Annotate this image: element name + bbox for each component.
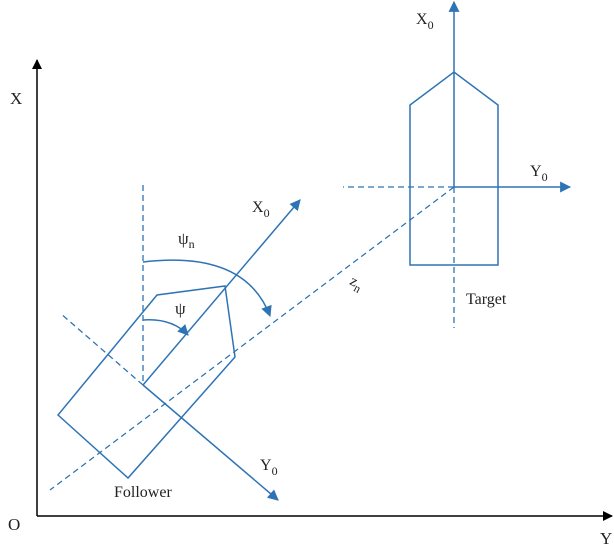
follower-label: Follower: [114, 484, 172, 501]
global-axes: X Y O: [8, 59, 613, 548]
psi-arc: [142, 319, 189, 336]
line-of-sight: [49, 186, 455, 491]
follower-y0-label: Y0: [260, 457, 278, 478]
target-hull: [409, 71, 499, 266]
target-y0-label: Y0: [530, 163, 548, 184]
global-x-label: X: [10, 89, 22, 108]
psi-n-arc: [142, 259, 272, 318]
follower-hull: [56, 285, 236, 480]
target-label: Target: [466, 291, 507, 308]
target-x0-label: X0: [416, 11, 434, 32]
follower-x0-axis: [142, 199, 301, 386]
global-y-label: Y: [600, 529, 612, 548]
target-ship: X0 Y0 Target: [343, 0, 572, 328]
distance-label: zn: [346, 273, 366, 296]
psi-label: ψ: [175, 299, 186, 318]
follower-y0-axis-dashed: [59, 312, 144, 386]
origin-label: O: [8, 515, 20, 534]
psi-n-label: ψn: [178, 229, 195, 251]
follower-y0-axis: [142, 384, 279, 501]
follower-x0-label: X0: [252, 199, 270, 220]
follower-ship: X0 Y0 Follower: [56, 185, 301, 501]
